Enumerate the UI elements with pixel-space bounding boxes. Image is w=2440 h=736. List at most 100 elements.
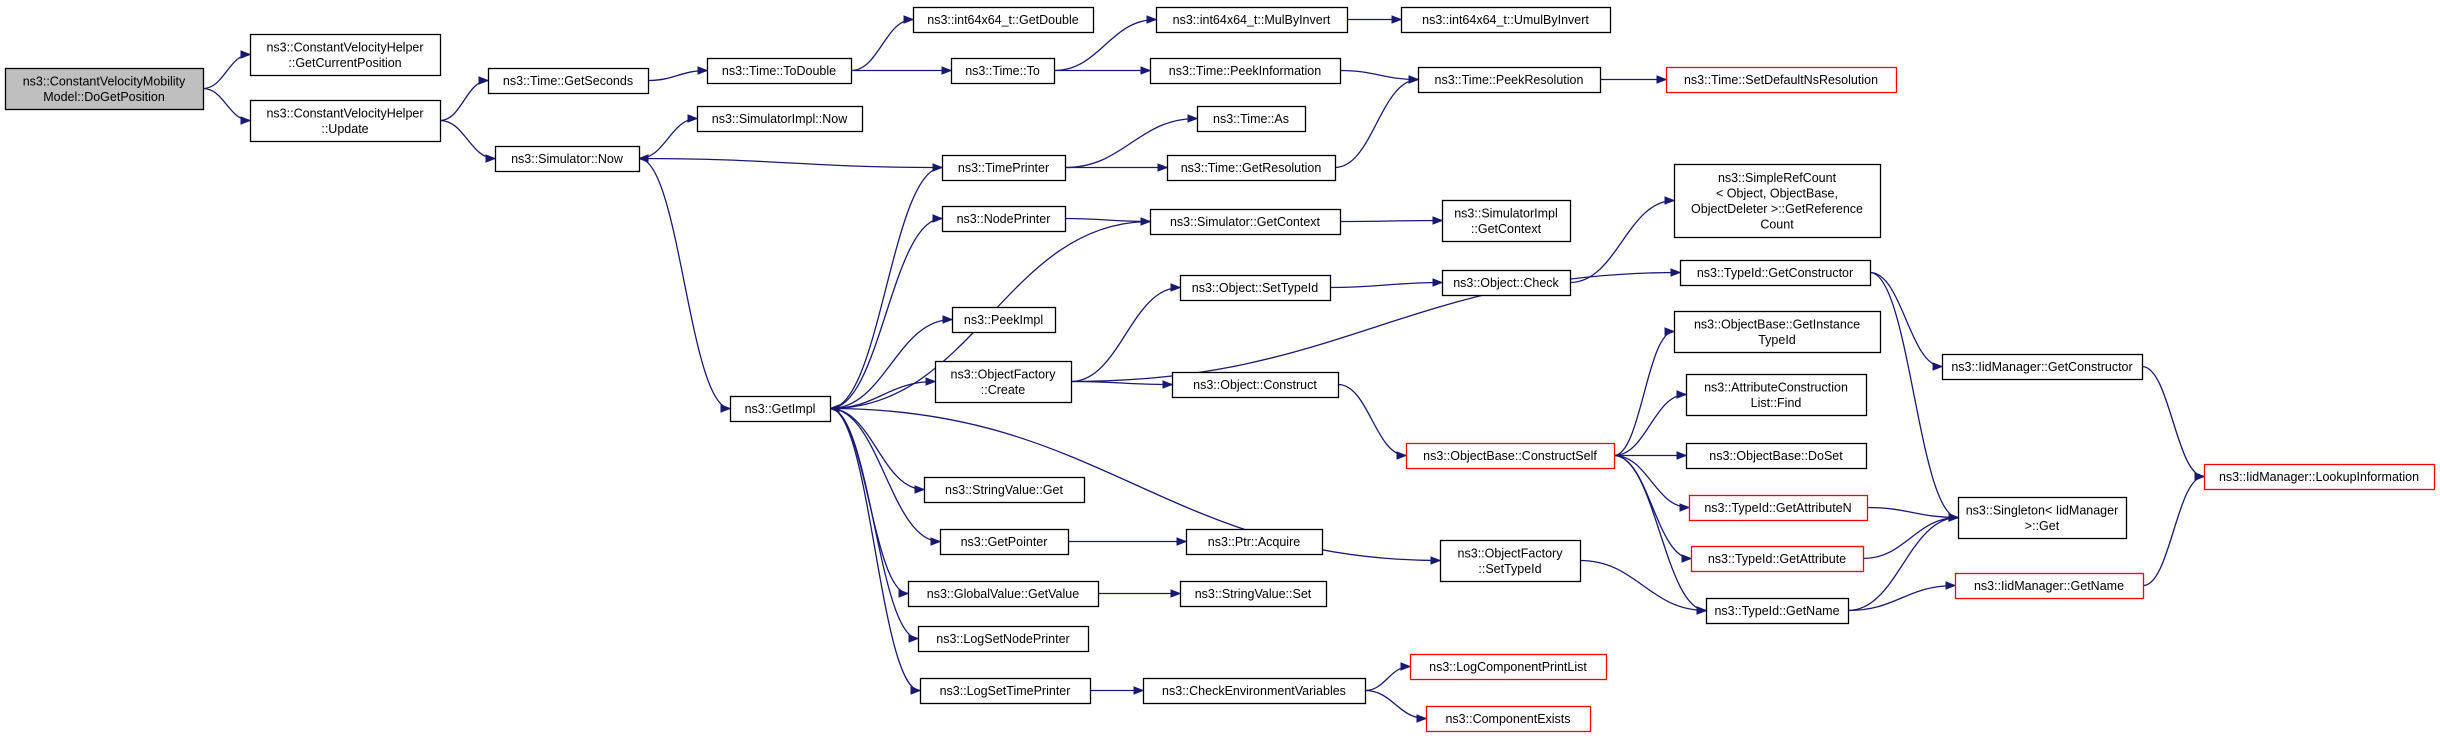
node-iid-getctor[interactable]: ns3::IidManager::GetConstructor [1941,353,2144,381]
node-obj-check[interactable]: ns3::Object::Check [1441,269,1572,297]
node-box [1688,494,1869,522]
node-simimpl-getcontext[interactable]: ns3::SimulatorImpl::GetContext [1441,199,1572,243]
node-peekimpl[interactable]: ns3::PeekImpl [951,306,1057,334]
node-singleton-get[interactable]: ns3::Singleton< IidManager >::Get [1957,496,2128,540]
node-label: ns3::NodePrinter [957,212,1051,226]
node-box [1705,597,1850,625]
node-objbase-constructself[interactable]: ns3::ObjectBase::ConstructSelf [1405,442,1616,470]
node-root[interactable]: ns3::ConstantVelocityMobilityModel::DoGe… [4,67,205,111]
node-label: ns3::TypeId::GetAttributeN [1704,501,1851,515]
call-edge [829,377,937,410]
node-time-to[interactable]: ns3::Time::To [950,57,1056,85]
call-edge [647,66,709,82]
edge-arrowhead [1391,15,1403,24]
node-timeprinter[interactable]: ns3::TimePrinter [941,154,1067,182]
node-getimpl[interactable]: ns3::GetImpl [729,395,832,423]
edge-arrowhead [478,76,490,85]
node-iid-lookup[interactable]: ns3::IidManager::LookupInformation [2203,463,2436,491]
node-time-peekres[interactable]: ns3::Time::PeekResolution [1417,66,1602,94]
call-edge [1347,15,1403,24]
node-label: ns3::TimePrinter [958,161,1049,175]
node-label: ns3::Ptr::Acquire [1208,535,1300,549]
node-int64-getdouble[interactable]: ns3::int64x64_t::GetDouble [912,6,1095,34]
node-simimpl-now[interactable]: ns3::SimulatorImpl::Now [696,105,864,133]
node-box [1142,677,1367,705]
node-label: ns3::ObjectBase::GetInstance [1694,317,1860,331]
node-stringvalue-set[interactable]: ns3::StringValue::Set [1179,580,1328,608]
node-box [249,33,442,77]
node-time-getres[interactable]: ns3::Time::GetResolution [1166,154,1337,182]
node-time-getseconds[interactable]: ns3::Time::GetSeconds [487,67,650,95]
call-edge [1613,454,1693,563]
node-box [1185,528,1324,556]
node-box [1941,353,2144,381]
node-int64-umulbyinvert[interactable]: ns3::int64x64_t::UmulByInvert [1400,6,1612,34]
edge-arrowhead [1396,451,1408,460]
node-obj-construct[interactable]: ns3::Object::Construct [1171,371,1340,399]
node-globalvalue-getvalue[interactable]: ns3::GlobalValue::GetValue [907,580,1100,608]
node-cvh-getcur[interactable]: ns3::ConstantVelocityHelper::GetCurrentP… [249,33,442,77]
node-obj-settypeid[interactable]: ns3::Object::SetTypeId [1179,274,1332,302]
node-nodeprinter[interactable]: ns3::NodePrinter [941,205,1067,233]
node-sim-getcontext[interactable]: ns3::Simulator::GetContext [1149,208,1342,236]
node-stringvalue-get[interactable]: ns3::StringValue::Get [923,476,1086,504]
edge-arrowhead [908,634,920,643]
node-checkenv[interactable]: ns3::CheckEnvironmentVariables [1142,677,1367,705]
node-label: ns3::SimpleRefCount [1718,171,1837,185]
edge-line [829,407,941,543]
node-time-setdefault[interactable]: ns3::Time::SetDefaultNsResolution [1665,66,1898,94]
node-objbase-doset[interactable]: ns3::ObjectBase::DoSet [1685,442,1868,470]
node-time-as[interactable]: ns3::Time::As [1196,105,1307,133]
node-typeid-getattr[interactable]: ns3::TypeId::GetAttribute [1690,545,1865,573]
edge-line [829,380,936,410]
node-int64-mulbyinvert[interactable]: ns3::int64x64_t::MulByInvert [1155,6,1349,34]
node-ptr-acquire[interactable]: ns3::Ptr::Acquire [1185,528,1324,556]
call-edge [1064,114,1199,169]
edge-line [1613,393,1687,457]
edge-arrowhead [485,154,497,163]
call-edge [1613,451,1688,460]
node-refcount[interactable]: ns3::SimpleRefCount< Object, ObjectBase,… [1673,163,1882,239]
node-logsetnodeprinter[interactable]: ns3::LogSetNodePrinter [917,625,1090,653]
node-typeid-getname[interactable]: ns3::TypeId::GetName [1705,597,1850,625]
node-typeid-getattrn[interactable]: ns3::TypeId::GetAttributeN [1688,494,1869,522]
node-objfactory-settypeid[interactable]: ns3::ObjectFactory::SetTypeId [1439,539,1582,583]
node-time-peekinfo[interactable]: ns3::Time::PeekInformation [1149,57,1342,85]
node-label: ns3::GetPointer [961,535,1048,549]
node-objfactory-create[interactable]: ns3::ObjectFactory::Create [934,360,1073,404]
node-sim-now[interactable]: ns3::Simulator::Now [494,145,641,173]
node-box [1171,371,1340,399]
edge-line [1613,454,1690,509]
edge-arrowhead [1676,390,1688,399]
node-iid-getname[interactable]: ns3::IidManager::GetName [1954,572,2145,600]
node-label: ns3::Singleton< IidManager [1966,503,2119,517]
edge-arrowhead [1170,589,1182,598]
call-edge [1070,283,1182,383]
edge-line [1070,286,1181,383]
edge-line [829,407,921,692]
node-time-todouble[interactable]: ns3::Time::ToDouble [706,57,853,85]
node-typeid-getctor[interactable]: ns3::TypeId::GetConstructor [1679,259,1872,287]
node-label: ns3::Time::PeekResolution [1435,73,1584,87]
node-logsettimeprinter[interactable]: ns3::LogSetTimePrinter [919,677,1092,705]
edge-line [2142,475,2205,587]
node-getpointer[interactable]: ns3::GetPointer [939,528,1070,556]
node-box [917,625,1090,653]
node-box [907,580,1100,608]
node-box [1155,6,1349,34]
node-box [487,67,650,95]
node-label: ns3::TypeId::GetAttribute [1708,552,1846,566]
edge-line [202,53,251,90]
node-box [1417,66,1602,94]
node-label: ns3::Time::ToDouble [722,64,836,78]
node-componentexists[interactable]: ns3::ComponentExists [1425,705,1592,733]
edge-line [829,407,1441,562]
node-box [729,395,832,423]
node-label: ns3::int64x64_t::GetDouble [927,13,1079,27]
node-cvh-update[interactable]: ns3::ConstantVelocityHelper::Update [249,99,442,143]
node-logcomponentprintlist[interactable]: ns3::LogComponentPrintList [1409,653,1608,681]
call-edge [1579,559,1708,615]
edge-line [202,87,251,122]
